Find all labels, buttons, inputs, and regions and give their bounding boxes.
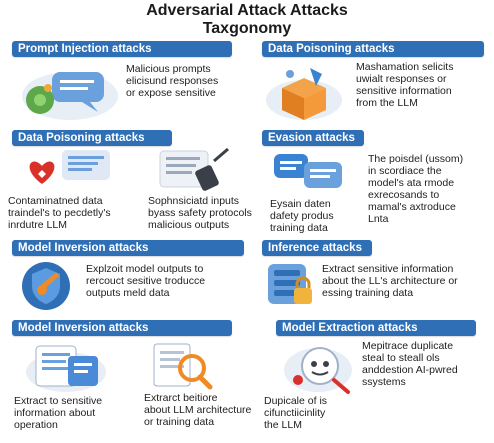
chat-bubbles-icon [22,72,118,120]
desc-line: traindel's to pecdetly's [8,207,111,219]
desc-line: ssystems [362,376,406,388]
desc-line: in scordiace the [368,165,442,177]
section-header: Inference attacks [262,240,372,256]
desc-line: essing training data [322,287,414,299]
desc-line: Malicious prompts [126,63,211,75]
desc-line: Extract sensitive information [322,263,454,275]
desc-line: Explzoit model outputs to [86,263,204,275]
robot-magnifier-icon [284,347,352,394]
section-description: Mashamation selicits uwialt responses or… [356,61,486,109]
desc-line: rercouct sesitive troducce [86,275,206,287]
chat-bubbles-icon [274,154,342,188]
section-description-b: The poisdel (ussom) in scordiace the mod… [368,153,492,225]
desc-line: from the LLM [356,97,418,109]
desc-line: Mepitrace duplicate [362,340,454,352]
section-header: Evasion attacks [262,130,364,146]
desc-line: cifunctiicinlity [264,407,326,419]
title-line-2: Taxgonomy [202,20,292,37]
desc-line: Sophnsiciatd inputs [148,195,240,207]
desc-line: model's ata rmode [368,177,455,189]
desc-line: sensitive information [356,85,452,97]
desc-line: about LLM architecture [144,404,252,416]
desc-line: or training data [144,416,215,428]
section-header: Data Poisoning attacks [12,130,172,146]
desc-line: operation [14,419,58,431]
desc-line: the LLM [264,419,302,431]
section-description-a: Dupicale of is cifunctiicinlity the LLM [264,395,364,431]
desc-line: Eysain daten [270,198,331,210]
desc-line: The poisdel (ussom) [368,153,464,165]
section-description-a: Extract to sensitive information about o… [14,395,134,431]
section-description: Explzoit model outputs to rercouct sesit… [86,263,246,299]
desc-line: anddestion AI-pwred [362,364,458,376]
section-description: Malicious prompts elicisund responses or… [126,63,246,99]
desc-line: information about [14,407,96,419]
section-description-a: Contaminatned data traindel's to pecdetl… [8,195,138,231]
desc-line: malicious outputs [148,219,230,231]
document-stylus-icon [159,147,229,191]
desc-line: about the LL's architecture or [322,275,458,287]
desc-line: uwialt responses or [356,73,447,85]
desc-line: mamal's axtroduce [368,201,456,213]
desc-line: Mashamation selicits [356,61,454,73]
title-line-1: Adversarial Attack Attacks [146,2,348,19]
desc-line: Lnta [368,213,389,225]
heart-chat-icon [29,150,110,184]
section-header: Prompt Injection attacks [12,41,232,57]
desc-line: or expose sensitive [126,87,216,99]
desc-line: inrdutre LLM [8,219,67,231]
desc-line: Extrarct beitiore [144,392,218,404]
desc-line: training data [270,222,328,234]
desc-line: Extract to sensitive [14,395,103,407]
desc-line: steal to steall ols [362,352,440,364]
desc-line: byass safety protocols [148,207,252,219]
server-lock-icon [268,264,312,304]
desc-line: dafety produs [270,210,334,222]
section-description: Extract sensitive information about the … [322,263,492,299]
desc-line: Dupicale of is [264,395,328,407]
section-description-b: Mepitrace duplicate steal to steall ols … [362,340,490,388]
desc-line: exrecosands to [368,189,440,201]
section-description-a: Eysain daten dafety produs training data [270,198,362,234]
desc-line: Contaminatned data [8,195,103,207]
section-description-b: Sophnsiciatd inputs byass safety protoco… [148,195,258,231]
section-header: Model Inversion attacks [12,240,244,256]
section-header: Data Poisoning attacks [262,41,484,57]
section-header: Model Extraction attacks [276,320,476,336]
section-description-b: Extrarct beitiore about LLM architecture… [144,392,264,428]
desc-line: elicisund responses [126,75,219,87]
section-header: Model Inversion attacks [12,320,232,336]
shield-wrench-icon [22,262,70,310]
paper-magnifier-icon [153,343,213,390]
desc-line: outputs meld data [86,287,170,299]
documents-icon [26,345,106,392]
broken-box-icon [266,68,342,120]
